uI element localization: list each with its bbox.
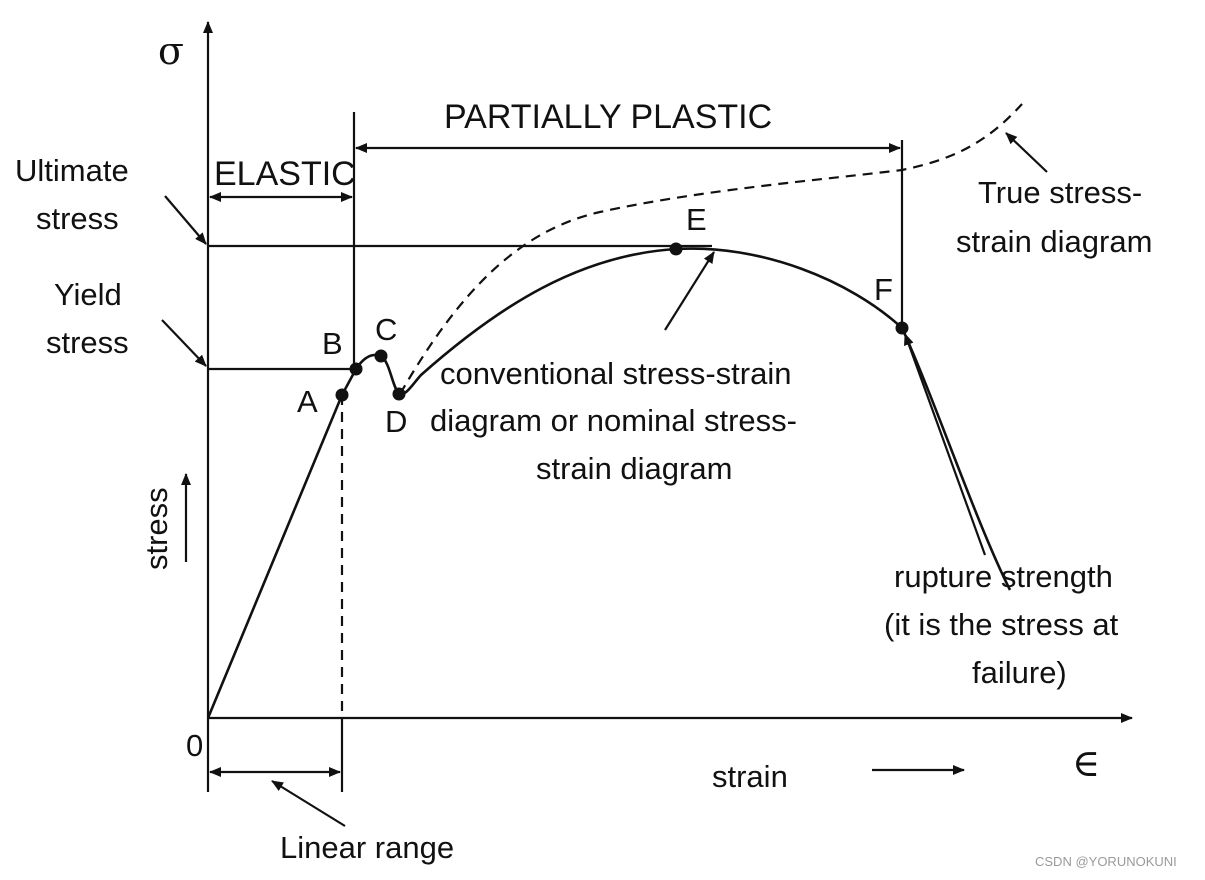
point-e [669, 242, 683, 256]
conventional-label-line3: strain diagram [536, 451, 732, 486]
conventional-label-line2: diagram or nominal stress- [430, 403, 797, 438]
true-diagram-pointer [1005, 132, 1048, 173]
point-e-label: E [686, 202, 707, 237]
point-c-label: C [375, 312, 397, 347]
ultimate-stress-label-line2: stress [36, 201, 119, 236]
stress-axis-label: stress [139, 487, 174, 570]
strain-axis-label: strain [712, 759, 788, 794]
conventional-stress-strain-curve [206, 247, 1012, 719]
point-b-label: B [322, 326, 343, 361]
ultimate-stress-label-line1: Ultimate [15, 153, 129, 188]
origin-label: 0 [186, 728, 203, 763]
yield-stress-label-line1: Yield [54, 277, 122, 312]
true-stress-strain-curve [399, 103, 1023, 395]
point-c [374, 349, 388, 363]
rupture-note-line3: failure) [972, 655, 1067, 690]
epsilon-symbol: ∈ [1072, 741, 1100, 785]
rupture-pointer [903, 333, 987, 556]
point-b [349, 362, 363, 376]
ultimate-stress-pointer [164, 195, 207, 245]
linear-range-pointer [271, 780, 346, 827]
sigma-symbol: σ [158, 29, 184, 73]
point-a [335, 388, 349, 402]
yield-stress-pointer [161, 319, 207, 367]
partially-plastic-label: PARTIALLY PLASTIC [444, 98, 772, 136]
conventional-pointer [664, 251, 715, 331]
linear-range-label: Linear range [280, 830, 454, 865]
point-f-label: F [874, 272, 893, 307]
point-d [392, 387, 406, 401]
rupture-note-line1: rupture strength [894, 559, 1113, 594]
elastic-label: ELASTIC [214, 155, 356, 193]
conventional-label-line1: conventional stress-strain [440, 356, 792, 391]
point-d-label: D [385, 404, 407, 439]
true-diagram-label-line1: True stress- [978, 175, 1142, 210]
true-diagram-label-line2: strain diagram [956, 224, 1152, 259]
rupture-note-line2: (it is the stress at [884, 607, 1119, 642]
yield-stress-label-line2: stress [46, 325, 129, 360]
point-f [895, 321, 909, 335]
watermark: CSDN @YORUNOKUNI [1035, 854, 1177, 869]
point-a-label: A [297, 384, 318, 419]
